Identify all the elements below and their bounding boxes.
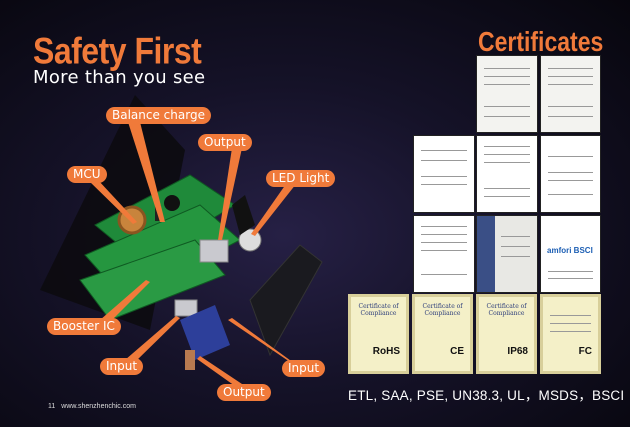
label-mcu: MCU [67, 166, 107, 183]
label-output-top: Output [198, 134, 252, 151]
ip68-mark: IP68 [507, 346, 528, 357]
certificate-ce: Certificate of Compliance CE [412, 294, 473, 374]
footer: 11 www.shenzhenchic.com [48, 403, 142, 410]
certificate-etl-2 [540, 55, 601, 133]
certificate-ul [413, 215, 475, 293]
certificate-msds [476, 135, 538, 213]
certificates-list: ETL, SAA, PSE, UN38.3, UL，MSDS，BSCI [348, 388, 625, 403]
rohs-mark: RoHS [372, 346, 400, 357]
label-pointers [88, 122, 298, 386]
page-number: 11 [48, 403, 56, 410]
label-input-right: Input [282, 360, 326, 377]
fc-mark: FC [578, 346, 592, 357]
label-balance-charge: Balance charge [106, 107, 211, 124]
label-output-bottom: Output [217, 384, 271, 401]
certificate-pse [413, 135, 475, 213]
certificate-etl-1 [476, 55, 538, 133]
label-input-left: Input [100, 358, 144, 375]
certificate-rohs: Certificate of Compliance RoHS [348, 294, 409, 374]
page-title: Safety First [33, 30, 202, 72]
certificate-bsci: amfori BSCI [540, 215, 601, 293]
label-booster-ic: Booster IC [47, 318, 121, 335]
certificates-title: Certificates [478, 26, 604, 58]
website-link[interactable]: www.shenzhenchic.com [61, 403, 136, 410]
certificate-un38-3 [540, 135, 601, 213]
certificate-fcc: FC [540, 294, 601, 374]
certificate-saa [476, 215, 538, 293]
certificate-ip68: Certificate of Compliance IP68 [476, 294, 537, 374]
ce-mark: CE [450, 346, 464, 357]
amfori-bsci-logo: amfori BSCI [547, 246, 593, 255]
page-subtitle: More than you see [33, 67, 206, 88]
label-led-light: LED Light [266, 170, 336, 187]
